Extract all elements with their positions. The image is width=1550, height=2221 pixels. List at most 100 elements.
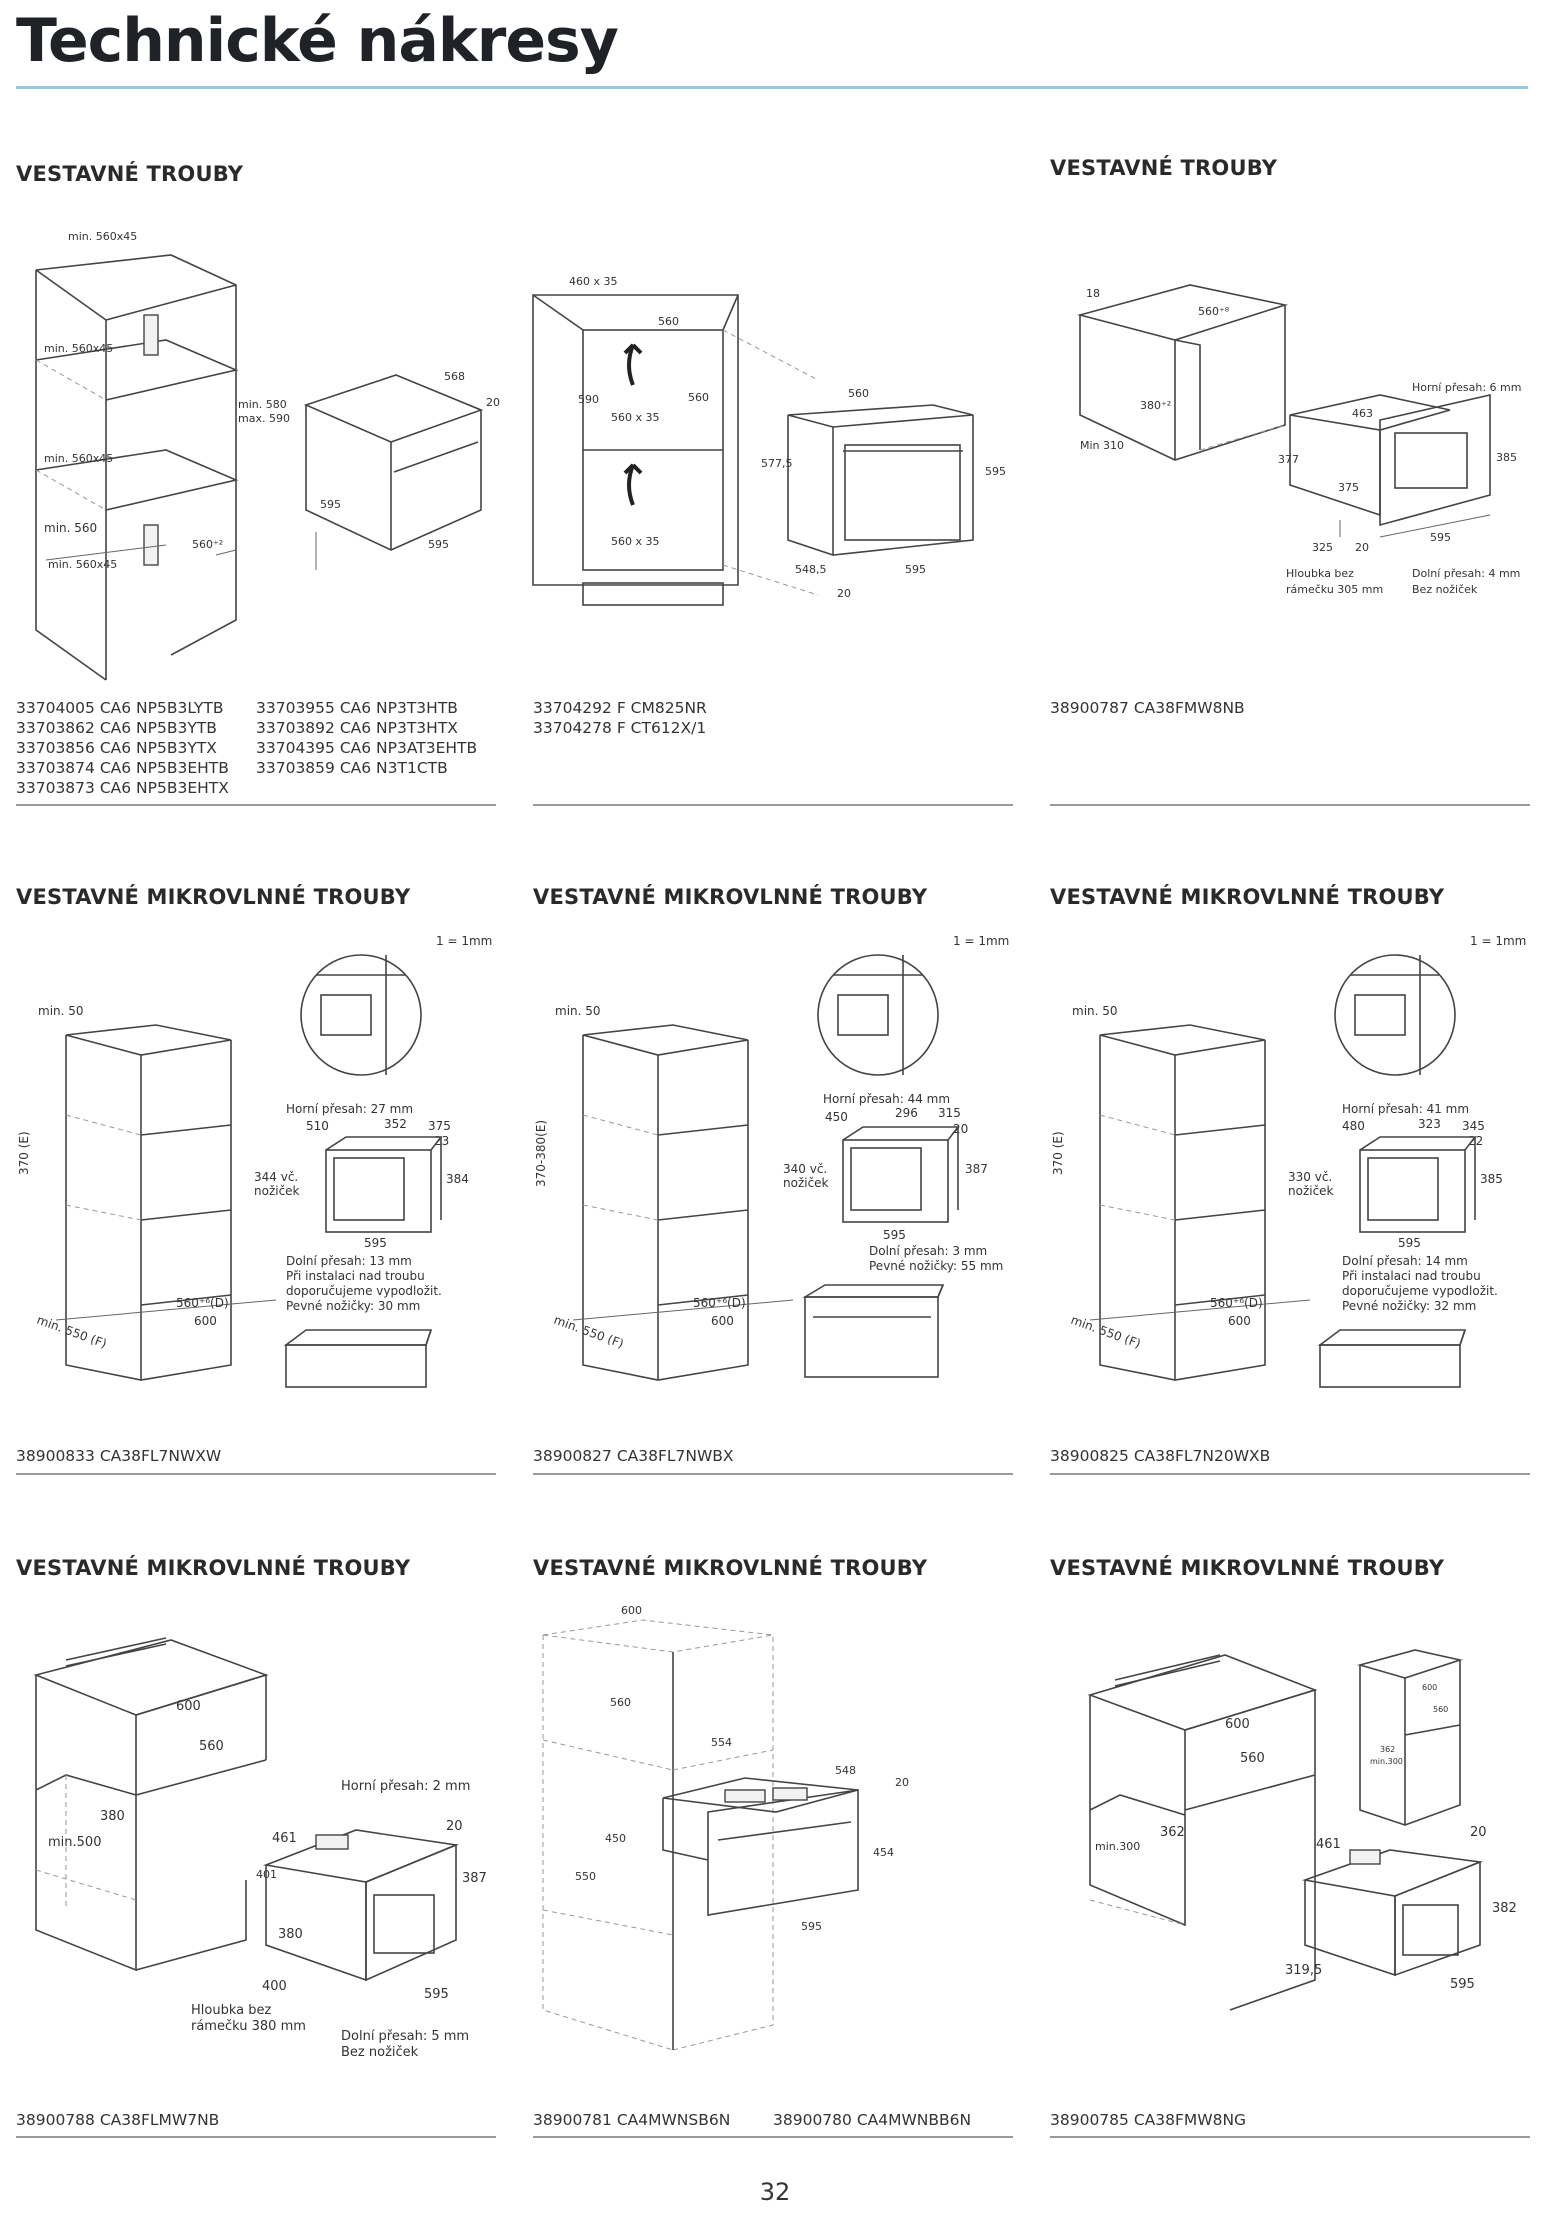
dim-label: 560⁺⁸ <box>1198 305 1230 318</box>
dim-label: 387 <box>462 1871 487 1886</box>
dim-label: 600 <box>176 1699 201 1714</box>
dim-label: 450 <box>605 1832 626 1845</box>
note: Při instalaci nad troubu <box>1342 1269 1481 1283</box>
dim-label: 560 x 35 <box>611 411 660 424</box>
dim-label: 463 <box>1352 407 1373 420</box>
dim-label: 595 <box>320 498 341 511</box>
microwave-drawing <box>1301 1849 1484 1977</box>
dim-label: 387 <box>965 1162 988 1176</box>
tall-cabinet-drawing <box>532 294 819 606</box>
note: Pevné nožičky: 30 mm <box>286 1299 420 1313</box>
note: Horní přesah: 44 mm <box>823 1092 950 1106</box>
dim-label: 385 <box>1480 1172 1503 1186</box>
dim-label: 560 <box>1240 1751 1265 1766</box>
technical-drawing-tall-cabinet-oven-2: 460 x 35 560 560 590 560 x 35 560 x 35 5… <box>532 275 1006 606</box>
cabinet-drawing <box>542 1619 774 2051</box>
dim-label: min. 560x45 <box>68 230 137 243</box>
section-heading: VESTAVNÉ MIKROVLNNÉ TROUBY <box>533 885 928 909</box>
dim-label: min. 560 <box>44 521 97 535</box>
note: Dolní přesah: 13 mm <box>286 1254 412 1268</box>
page-number: 32 <box>759 2178 791 2206</box>
product-codes-col1: 38900825 CA38FL7N20WXB <box>1050 1447 1271 1465</box>
dim-label: 595 <box>364 1236 387 1250</box>
cabinet-drawing <box>572 1024 794 1381</box>
dim-label: 352 <box>384 1117 407 1131</box>
section-heading: VESTAVNÉ MIKROVLNNÉ TROUBY <box>533 1556 928 1580</box>
dim-label: 344 vč. <box>254 1170 298 1184</box>
dim-label: max. 590 <box>238 412 290 425</box>
note: rámečku 305 mm <box>1286 583 1383 596</box>
dim-label: 560⁺² <box>192 538 223 551</box>
microwave-drawing <box>325 1136 443 1233</box>
dim-label: 560 x 35 <box>611 535 660 548</box>
dim-label: 370-380(E) <box>534 1120 548 1187</box>
dim-label: 450 <box>825 1110 848 1124</box>
dim-label: 460 x 35 <box>569 275 618 288</box>
dim-label: 20 <box>446 1819 463 1834</box>
dim-label: 560 <box>848 387 869 400</box>
technical-drawing-compact-microwave-cabinet: 600 560 554 548 20 450 550 454 595 <box>542 1604 909 2051</box>
dim-label: 385 <box>1496 451 1517 464</box>
section-heading: VESTAVNÉ TROUBY <box>1050 156 1278 180</box>
scale-label: 1 = 1mm <box>953 934 1009 948</box>
microwave-drawing <box>662 1777 859 1916</box>
dim-label: 345 <box>1462 1119 1485 1133</box>
dim-label: 568 <box>444 370 465 383</box>
section-rule <box>1050 1473 1530 1475</box>
section-rule <box>1050 804 1530 806</box>
dim-label: 400 <box>262 1979 287 1994</box>
dim-label: 384 <box>446 1172 469 1186</box>
dim-label: 590 <box>578 393 599 406</box>
dim-label: 377 <box>1278 453 1299 466</box>
dim-label: 600 <box>1225 1717 1250 1732</box>
section-rule <box>533 1473 1013 1475</box>
oven-drawing <box>1317 1329 1467 1388</box>
dim-label: 323 <box>1418 1117 1441 1131</box>
oven-drawing <box>787 404 974 556</box>
technical-drawing-microwave-niche: 600 560 380 min.500 Horní přesah: 2 mm 4… <box>33 1637 487 2060</box>
microwave-drawing <box>1359 1136 1477 1233</box>
dim-label: 600 <box>621 1604 642 1617</box>
note: Hloubka bez <box>1286 567 1354 580</box>
section-rule <box>16 804 496 806</box>
note: Pevné nožičky: 32 mm <box>1342 1299 1476 1313</box>
dim-label: min. 50 <box>555 1004 601 1018</box>
scale-label: 1 = 1mm <box>1470 934 1526 948</box>
dim-label: 319,5 <box>1285 1963 1322 1978</box>
dim-label: 20 <box>486 396 500 409</box>
dim-label: 370 (E) <box>1051 1131 1065 1175</box>
cabinet-drawing <box>33 1637 269 1972</box>
note: Horní přesah: 41 mm <box>1342 1102 1469 1116</box>
dim-label: 382 <box>1492 1901 1517 1916</box>
section-rule <box>1050 2136 1530 2138</box>
section-rule <box>16 2136 496 2138</box>
niche-drawing <box>1076 284 1289 461</box>
dim-label: 315 <box>938 1106 961 1120</box>
section-rule <box>16 1473 496 1475</box>
note: Dolní přesah: 4 mm <box>1412 567 1520 580</box>
cabinet-drawing <box>1089 1024 1311 1381</box>
note: Dolní přesah: 3 mm <box>869 1244 987 1258</box>
detail-circle <box>1334 954 1456 1076</box>
section-heading: VESTAVNÉ MIKROVLNNÉ TROUBY <box>1050 1556 1445 1580</box>
dim-label: nožiček <box>783 1176 829 1190</box>
technical-drawing-microwave-niche: 600 560 362 min.300 600 560 362 min.300 … <box>1087 1649 1517 2011</box>
section-heading: VESTAVNÉ MIKROVLNNÉ TROUBY <box>16 885 411 909</box>
cabinet-drawing <box>55 1024 277 1381</box>
scale-label: 1 = 1mm <box>436 934 492 948</box>
dim-label: 595 <box>424 1987 449 2002</box>
dim-label: 20 <box>837 587 851 600</box>
dim-label: 595 <box>428 538 449 551</box>
dim-label: 370 (E) <box>17 1131 31 1175</box>
dim-label: min.500 <box>48 1835 101 1850</box>
dim-label: min. 580 <box>238 398 287 411</box>
dim-label: 600 <box>1422 1683 1437 1692</box>
dim-label: 600 <box>1228 1314 1251 1328</box>
dim-label: 560 <box>199 1739 224 1754</box>
note: Horní přesah: 27 mm <box>286 1102 413 1116</box>
technical-drawing-microwave-cabinet: 1 = 1mm min. 50 370-380(E) min. 550 (F) … <box>534 934 1009 1381</box>
dim-label: nožiček <box>254 1184 300 1198</box>
product-codes-col1: 38900833 CA38FL7NWXW <box>16 1447 222 1465</box>
